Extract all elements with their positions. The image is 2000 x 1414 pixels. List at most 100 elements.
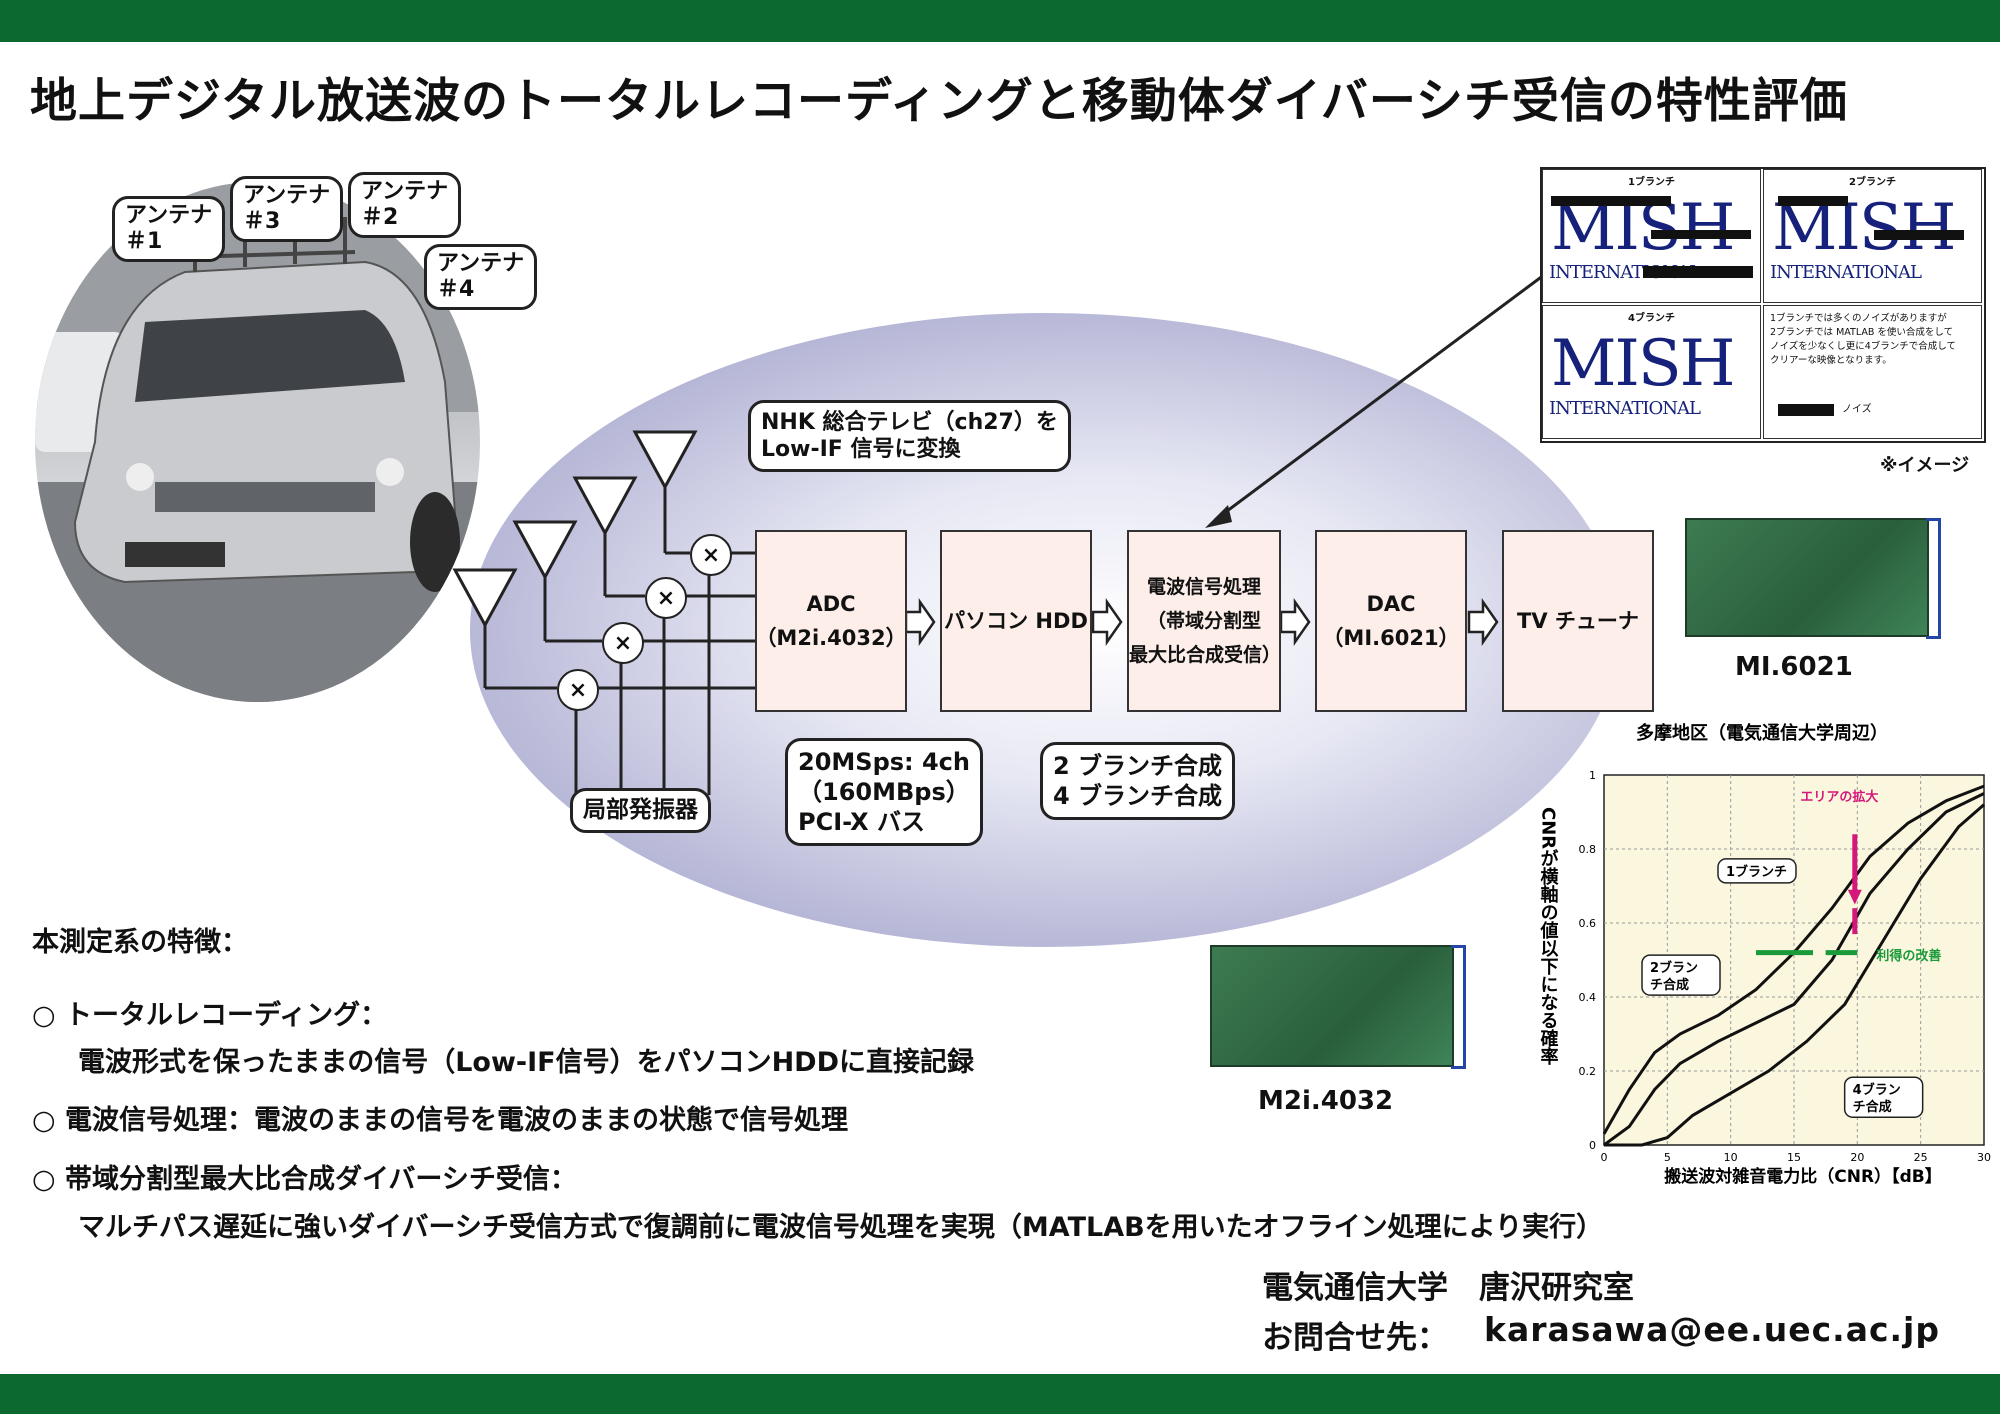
y-tick-label: 0.6: [1579, 917, 1597, 930]
arrow-dsp-dac: [1279, 598, 1311, 646]
oscillator-label: 局部発振器: [583, 797, 698, 823]
pointer-arrowhead: [1205, 505, 1232, 528]
dac-label: DAC （MI.6021）: [1322, 592, 1460, 650]
antenna-4-text: アンテナ ＃4: [437, 251, 525, 302]
legend-label: ノイズ: [1842, 404, 1872, 415]
series-label-box: [1717, 858, 1797, 884]
y-tick-label: 1: [1589, 769, 1596, 782]
mixer-4: ×: [690, 534, 732, 576]
series-label: チ合成: [1853, 1099, 1892, 1115]
series-label: 1ブランチ: [1726, 864, 1787, 880]
result-1-branch: 1ブランチ MISH INTERNATIONAL: [1542, 169, 1761, 303]
noise-mark: [1778, 196, 1848, 206]
feature-1-head: ○ トータルレコーディング：: [32, 1000, 388, 1031]
poster-title: 地上デジタル放送波のトータルレコーディングと移動体ダイバーシチ受信の特性評価: [30, 74, 1848, 129]
series-label-box: [1843, 1076, 1924, 1118]
x-tick-label: 25: [1914, 1151, 1928, 1164]
mixer-1: ×: [557, 669, 599, 711]
y-tick-label: 0: [1589, 1139, 1596, 1152]
series-line: [1602, 784, 1985, 1135]
dac-block: DAC （MI.6021）: [1315, 530, 1467, 712]
chart-ylabel: CNRが横軸の値以下になる確率: [1538, 807, 1560, 1066]
adc-block: ADC （M2i.4032）: [755, 530, 907, 712]
image-note: ※イメージ: [1880, 455, 1970, 476]
antenna-1-text: アンテナ ＃1: [125, 203, 213, 254]
arrow-hdd-dsp: [1091, 598, 1123, 646]
annotation-arrowhead: [1847, 889, 1862, 905]
arrow-adc-hdd: [904, 598, 936, 646]
result-note: 1ブランチでは多くのノイズがありますが 2ブランチでは MATLAB を使い合成…: [1770, 313, 1956, 366]
result-1-logo: MISH: [1551, 191, 1735, 265]
noise-mark: [1651, 230, 1751, 239]
lab-name: 電気通信大学 唐沢研究室: [1262, 1270, 1634, 1306]
mixer-3-symbol: ×: [656, 585, 676, 611]
series-line: [1603, 792, 1985, 1147]
chart-xlabel: 搬送波対雑音電力比（CNR）【dB】: [1664, 1166, 1941, 1187]
x-tick-label: 20: [1850, 1151, 1864, 1164]
x-tick-label: 15: [1787, 1151, 1801, 1164]
antenna-label-3: アンテナ ＃3: [230, 176, 344, 242]
series-label: 2ブラン: [1650, 960, 1698, 976]
feature-3-head: ○ 帯域分割型最大比合成ダイバーシチ受信：: [32, 1164, 577, 1195]
x-tick-label: 10: [1724, 1151, 1738, 1164]
antenna-symbol-3: [572, 476, 638, 537]
noise-mark: [1551, 196, 1671, 206]
mi6021-board: [1685, 518, 1941, 639]
antenna-label-4: アンテナ ＃4: [424, 244, 538, 310]
antenna-3-text: アンテナ ＃3: [243, 183, 331, 234]
branch-callout-text: 2 ブランチ合成 4 ブランチ合成: [1053, 752, 1223, 810]
dsp-block: 電波信号処理 （帯域分割型 最大比合成受信）: [1127, 530, 1281, 712]
antenna-label-1: アンテナ ＃1: [112, 196, 226, 262]
hdd-label: パソコン HDD: [944, 609, 1088, 633]
mixer-1-symbol: ×: [568, 677, 588, 703]
tuner-label: TV チューナ: [1517, 609, 1639, 633]
feature-1-sub: 電波形式を保ったままの信号（Low-IF信号）をパソコンHDDに直接記録: [78, 1047, 975, 1078]
contact-email: karasawa@ee.uec.ac.jp: [1484, 1310, 1940, 1349]
features-heading: 本測定系の特徴：: [32, 927, 248, 958]
result-2-caption: 2ブランチ: [1849, 177, 1896, 188]
result-2-branch: 2ブランチ MISH INTERNATIONAL: [1763, 169, 1982, 303]
x-tick-label: 30: [1977, 1151, 1991, 1164]
result-4-caption: 4ブランチ: [1628, 313, 1675, 324]
feature-2-head: ○ 電波信号処理：電波のままの信号を電波のままの状態で信号処理: [32, 1105, 848, 1136]
result-4-branch: 4ブランチ MISH INTERNATIONAL: [1542, 305, 1761, 439]
result-note-cell: 1ブランチでは多くのノイズがありますが 2ブランチでは MATLAB を使い合成…: [1763, 305, 1982, 439]
x-tick-label: 5: [1664, 1151, 1671, 1164]
series-label: チ合成: [1650, 977, 1689, 993]
chart-title: 多摩地区（電気通信大学周辺）: [1636, 722, 1888, 744]
m2i4032-board: [1210, 945, 1466, 1069]
contact-label: お問合せ先：: [1262, 1320, 1448, 1356]
y-tick-label: 0.8: [1579, 843, 1597, 856]
series-line: [1604, 803, 1985, 1147]
x-tick-label: 0: [1601, 1151, 1608, 1164]
bottom-band: [0, 1374, 2000, 1414]
cnr-chart: 多摩地区（電気通信大学周辺） CNRが横軸の値以下になる確率 搬送波対雑音電力比…: [1538, 722, 1992, 1187]
mixer-3: ×: [645, 577, 687, 619]
antenna-symbol-4: [632, 430, 698, 491]
legend-swatch: [1778, 404, 1834, 416]
antenna-label-2: アンテナ ＃2: [348, 172, 462, 238]
nhk-callout-text: NHK 総合テレビ（ch27）を Low-IF 信号に変換: [761, 410, 1058, 462]
antenna-symbol-1: [452, 568, 518, 629]
result-4-sub: INTERNATIONAL: [1549, 398, 1701, 419]
top-band: [0, 0, 2000, 42]
mi6021-label: MI.6021: [1735, 652, 1853, 682]
adc-label: ADC （M2i.4032）: [755, 592, 907, 650]
antenna-symbol-2: [512, 520, 578, 581]
mixer-2-symbol: ×: [613, 630, 633, 656]
tuner-block: TV チューナ: [1502, 530, 1654, 712]
pointer-line: [1214, 270, 1549, 522]
oscillator-box: 局部発振器: [570, 788, 711, 833]
noise-mark: [1643, 266, 1753, 278]
adc-spec-text: 20MSps: 4ch （160MBps） PCI-X バス: [798, 748, 970, 836]
result-4-logo: MISH: [1551, 327, 1735, 401]
result-panel: 1ブランチ MISH INTERNATIONAL 2ブランチ MISH INTE…: [1540, 167, 1986, 443]
result-1-caption: 1ブランチ: [1628, 177, 1675, 188]
y-tick-label: 0.2: [1579, 1065, 1597, 1078]
annotation-gain: 利得の改善: [1876, 948, 1941, 964]
y-tick-label: 0.4: [1579, 991, 1597, 1004]
m2i4032-label: M2i.4032: [1258, 1086, 1394, 1116]
annotation-area: エリアの拡大: [1800, 789, 1878, 805]
